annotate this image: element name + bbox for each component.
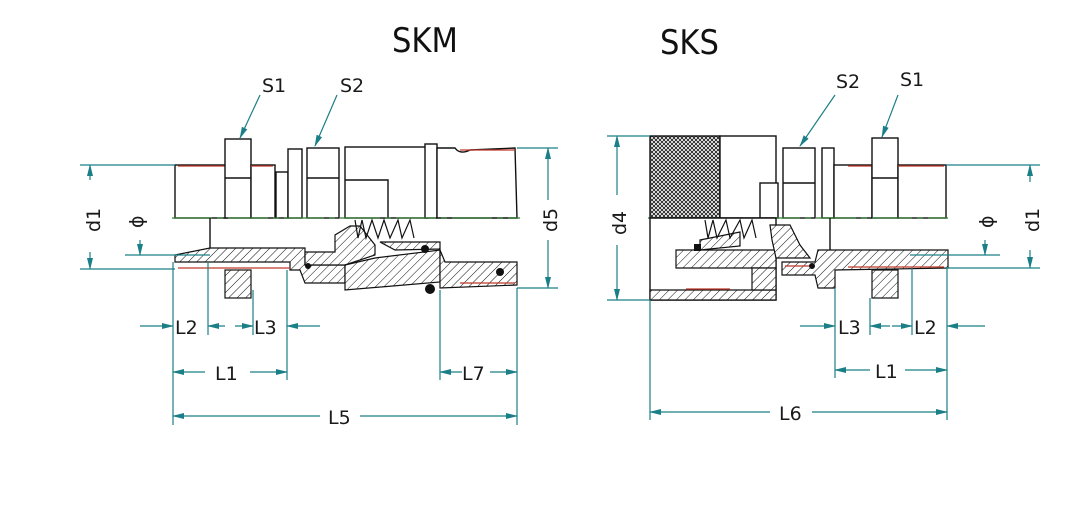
title-sks: SKS bbox=[660, 23, 719, 63]
label-s1: S1 bbox=[262, 75, 286, 97]
label-s2-right: S2 bbox=[836, 71, 860, 93]
label-l2: L2 bbox=[175, 317, 198, 339]
label-l1: L1 bbox=[215, 363, 238, 385]
label-phi-right: ϕ bbox=[976, 215, 998, 228]
label-l3: L3 bbox=[254, 317, 277, 339]
label-l1-right: L1 bbox=[875, 361, 898, 383]
label-s1-right: S1 bbox=[900, 69, 924, 91]
label-s2: S2 bbox=[340, 75, 364, 97]
label-l2-right: L2 bbox=[914, 317, 937, 339]
label-d4: d4 bbox=[609, 211, 631, 235]
label-l3-right: L3 bbox=[838, 317, 861, 339]
sks-drawing bbox=[648, 135, 949, 301]
label-d5: d5 bbox=[540, 208, 562, 232]
label-phi: ϕ bbox=[126, 215, 148, 228]
skm-drawing bbox=[172, 138, 520, 299]
skm-dimensions bbox=[80, 94, 558, 425]
label-d1: d1 bbox=[83, 208, 105, 232]
label-l5: L5 bbox=[328, 407, 351, 429]
label-l7: L7 bbox=[462, 363, 485, 385]
label-d1-right: d1 bbox=[1022, 208, 1044, 232]
title-skm: SKM bbox=[392, 21, 458, 61]
sks-dimensions bbox=[607, 94, 1040, 420]
label-l6: L6 bbox=[779, 403, 802, 425]
